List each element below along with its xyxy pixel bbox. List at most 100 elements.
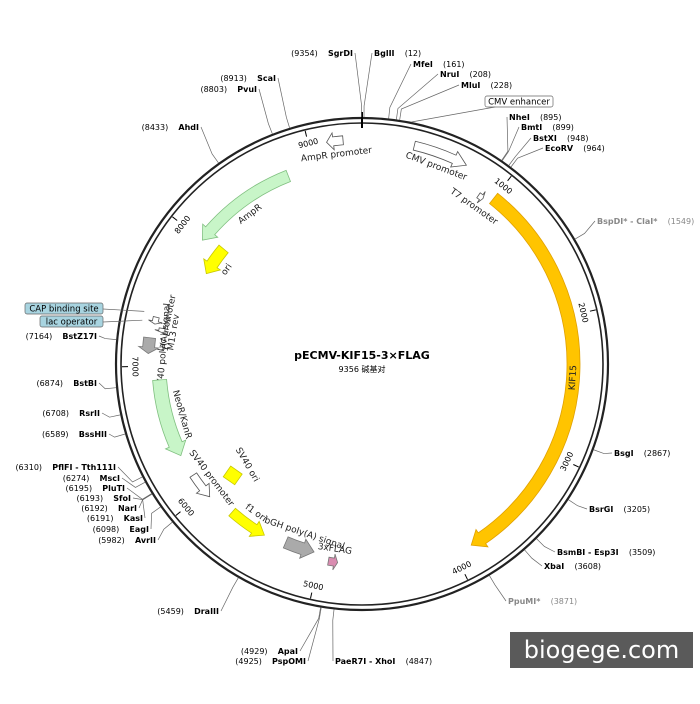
site-label: (6310) PflFI - Tth111I bbox=[15, 455, 116, 474]
site-label: (6708) RsrII bbox=[42, 401, 100, 420]
site-label: (6589) BssHII bbox=[42, 422, 107, 441]
site-name: EcoRV bbox=[545, 144, 574, 153]
tick-mark bbox=[465, 574, 468, 579]
site-position: (6193) bbox=[77, 494, 104, 503]
site-position: (4925) bbox=[235, 657, 262, 666]
feature-sv40-poly-a-signal bbox=[139, 337, 159, 353]
site-position: (3871) bbox=[551, 597, 578, 606]
site-leader-line bbox=[158, 522, 172, 540]
boxed-label-text: CMV enhancer bbox=[488, 98, 550, 108]
feature-ampr bbox=[202, 170, 290, 240]
feature-t7-promoter bbox=[477, 192, 485, 203]
site-leader-line bbox=[122, 478, 145, 487]
site-name: NheI bbox=[509, 113, 530, 122]
site-position: (6708) bbox=[42, 409, 69, 418]
site-position: (6192) bbox=[81, 504, 108, 513]
site-position: (3608) bbox=[574, 562, 601, 571]
boxed-label-text: lac operator bbox=[46, 318, 98, 328]
site-position: (6874) bbox=[36, 379, 63, 388]
site-name: SgrDI bbox=[328, 49, 353, 58]
site-leader-line bbox=[221, 578, 238, 611]
site-leader-line bbox=[259, 89, 272, 134]
site-name: BmtI bbox=[521, 123, 542, 132]
boxed-label-leader bbox=[411, 107, 495, 122]
site-leader-line bbox=[511, 148, 543, 167]
site-name: BstXI bbox=[533, 134, 557, 143]
site-position: (3509) bbox=[629, 548, 656, 557]
tick-label: 6000 bbox=[176, 497, 196, 518]
site-leader-line bbox=[99, 336, 116, 340]
site-leader-line bbox=[594, 450, 612, 454]
boxed-label-leader bbox=[103, 309, 144, 311]
tick-mark bbox=[311, 593, 312, 599]
site-name: BstZ17I bbox=[62, 332, 97, 341]
site-position: (8913) bbox=[220, 74, 247, 83]
site-name: DraIII bbox=[194, 607, 219, 616]
tick-label: 8000 bbox=[173, 214, 193, 236]
site-name: ScaI bbox=[257, 74, 276, 83]
site-position: (6310) bbox=[15, 463, 42, 472]
site-label: NheI (895) bbox=[509, 105, 561, 124]
site-leader-line bbox=[99, 383, 116, 389]
tick-label: 7000 bbox=[130, 356, 139, 376]
site-label: BspDI* - ClaI* (1549) bbox=[597, 209, 694, 228]
site-position: (4929) bbox=[241, 647, 268, 656]
site-leader-line bbox=[575, 221, 595, 239]
boxed-label-text: CAP binding site bbox=[29, 305, 98, 315]
site-name: PspOMI bbox=[272, 657, 306, 666]
site-name: BsrGI bbox=[589, 505, 613, 514]
tick-label: 9000 bbox=[297, 137, 319, 151]
site-position: (6195) bbox=[65, 484, 92, 493]
feature-lac-promoter bbox=[148, 317, 162, 325]
feature-sv40-ori bbox=[223, 466, 242, 485]
site-name: AvrII bbox=[135, 536, 156, 545]
site-label: PaeR7I - XhoI (4847) bbox=[335, 649, 432, 668]
site-name: XbaI bbox=[544, 562, 564, 571]
site-position: (964) bbox=[583, 144, 605, 153]
site-leader-line bbox=[489, 576, 506, 601]
feature-label-t7-promoter: T7 promoter bbox=[447, 186, 499, 227]
site-name: ApaI bbox=[278, 647, 298, 656]
site-name: BspDI* - ClaI* bbox=[597, 217, 658, 226]
site-leader-line bbox=[109, 434, 125, 437]
site-leader-line bbox=[333, 609, 334, 661]
site-position: (6098) bbox=[93, 525, 120, 534]
feature-label-kif15: KIF15 bbox=[568, 365, 580, 391]
tick-mark bbox=[176, 512, 181, 516]
site-position: (8803) bbox=[200, 85, 227, 94]
site-position: (228) bbox=[491, 81, 513, 90]
site-label: BglII (12) bbox=[374, 41, 421, 60]
site-name: KasI bbox=[124, 514, 143, 523]
plasmid-size: 9356 碱基对 bbox=[339, 364, 386, 374]
site-label: (6874) BstBI bbox=[36, 371, 97, 390]
site-leader-line bbox=[364, 53, 372, 117]
site-name: SfoI bbox=[113, 494, 131, 503]
feature-label-ori: ori bbox=[220, 262, 235, 277]
site-name: EagI bbox=[129, 525, 149, 534]
site-position: (4847) bbox=[406, 657, 433, 666]
site-name: MscI bbox=[100, 474, 120, 483]
site-name: BsgI bbox=[614, 449, 634, 458]
site-position: (1549) bbox=[668, 217, 695, 226]
watermark-logo: biogege.com bbox=[510, 632, 693, 668]
site-leader-line bbox=[525, 550, 542, 566]
feature-kif15 bbox=[471, 193, 580, 546]
site-leader-line bbox=[400, 85, 459, 120]
site-position: (2867) bbox=[644, 449, 671, 458]
site-position: (6191) bbox=[87, 514, 114, 523]
backbone-outer-ring bbox=[116, 118, 608, 610]
tick-label: 2000 bbox=[576, 302, 589, 324]
site-leader-line bbox=[355, 53, 362, 117]
site-leader-line bbox=[143, 494, 152, 518]
site-leader-line bbox=[201, 127, 219, 163]
feature-3xflag bbox=[328, 554, 338, 570]
site-leader-line bbox=[151, 507, 161, 529]
site-name: BglII bbox=[374, 49, 395, 58]
site-position: (8433) bbox=[142, 123, 169, 132]
plasmid-title: pECMV-KIF15-3×FLAG bbox=[294, 349, 430, 362]
feature-label-ampr-promoter: AmpR promoter bbox=[300, 146, 372, 165]
site-leader-line bbox=[389, 64, 411, 118]
site-name: BssHII bbox=[79, 430, 107, 439]
